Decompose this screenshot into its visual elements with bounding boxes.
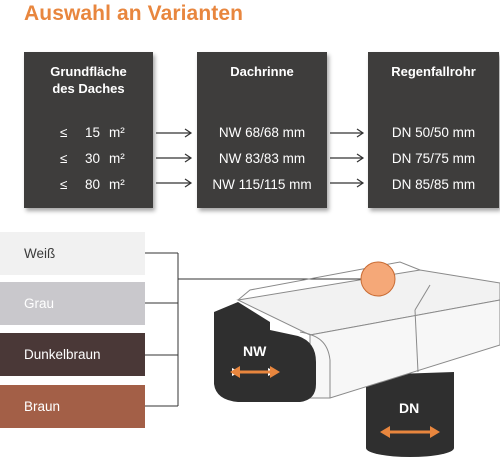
area-value: 15 [84,125,100,140]
gutter-size: NW 83/83 mm [218,151,306,166]
gutter-illustration [214,261,500,457]
roof-area-heading: Grundfläche des Daches [24,63,153,97]
color-swatch-weiss: Weiß [0,232,145,275]
gutter-size: NW 115/115 mm [212,177,312,192]
page-title: Auswahl an Varianten [24,2,244,25]
nw-label: NW [243,343,267,359]
downpipe-size: DN 75/75 mm [391,151,476,166]
downpipe-card: Regenfallrohr DN 50/50 mm DN 75/75 mm DN… [368,52,499,208]
color-swatch-dunkelbraun: Dunkelbraun [0,333,145,376]
area-unit: m² [109,125,125,140]
gutter-heading: Dachrinne [230,64,294,79]
gutter-size: NW 68/68 mm [218,125,306,140]
roof-area-row: ≤ 80 m² [24,172,153,198]
area-value: 80 [84,177,100,192]
downpipe-size: DN 85/85 mm [391,177,476,192]
roof-area-card: Grundfläche des Daches ≤ 15 m² ≤ 30 m² ≤… [24,52,153,208]
roof-area-heading-line2: des Daches [52,81,125,96]
area-unit: m² [109,151,125,166]
roof-area-row: ≤ 30 m² [24,146,153,172]
area-unit: m² [109,177,125,192]
color-bracket [145,252,362,407]
area-value: 30 [84,151,100,166]
highlight-circle-icon [360,261,396,297]
color-swatch-grau: Grau [0,282,145,325]
color-swatch-braun: Braun [0,385,145,428]
roof-area-heading-line1: Grundfläche [50,64,127,79]
downpipe-size: DN 50/50 mm [391,125,476,140]
downpipe-heading: Regenfallrohr [391,64,476,79]
gutter-card: Dachrinne NW 68/68 mm NW 83/83 mm NW 115… [197,52,327,208]
area-operator: ≤ [60,177,68,192]
dn-label: DN [399,400,419,416]
area-operator: ≤ [60,151,68,166]
area-operator: ≤ [60,125,68,140]
roof-area-row: ≤ 15 m² [24,120,153,146]
